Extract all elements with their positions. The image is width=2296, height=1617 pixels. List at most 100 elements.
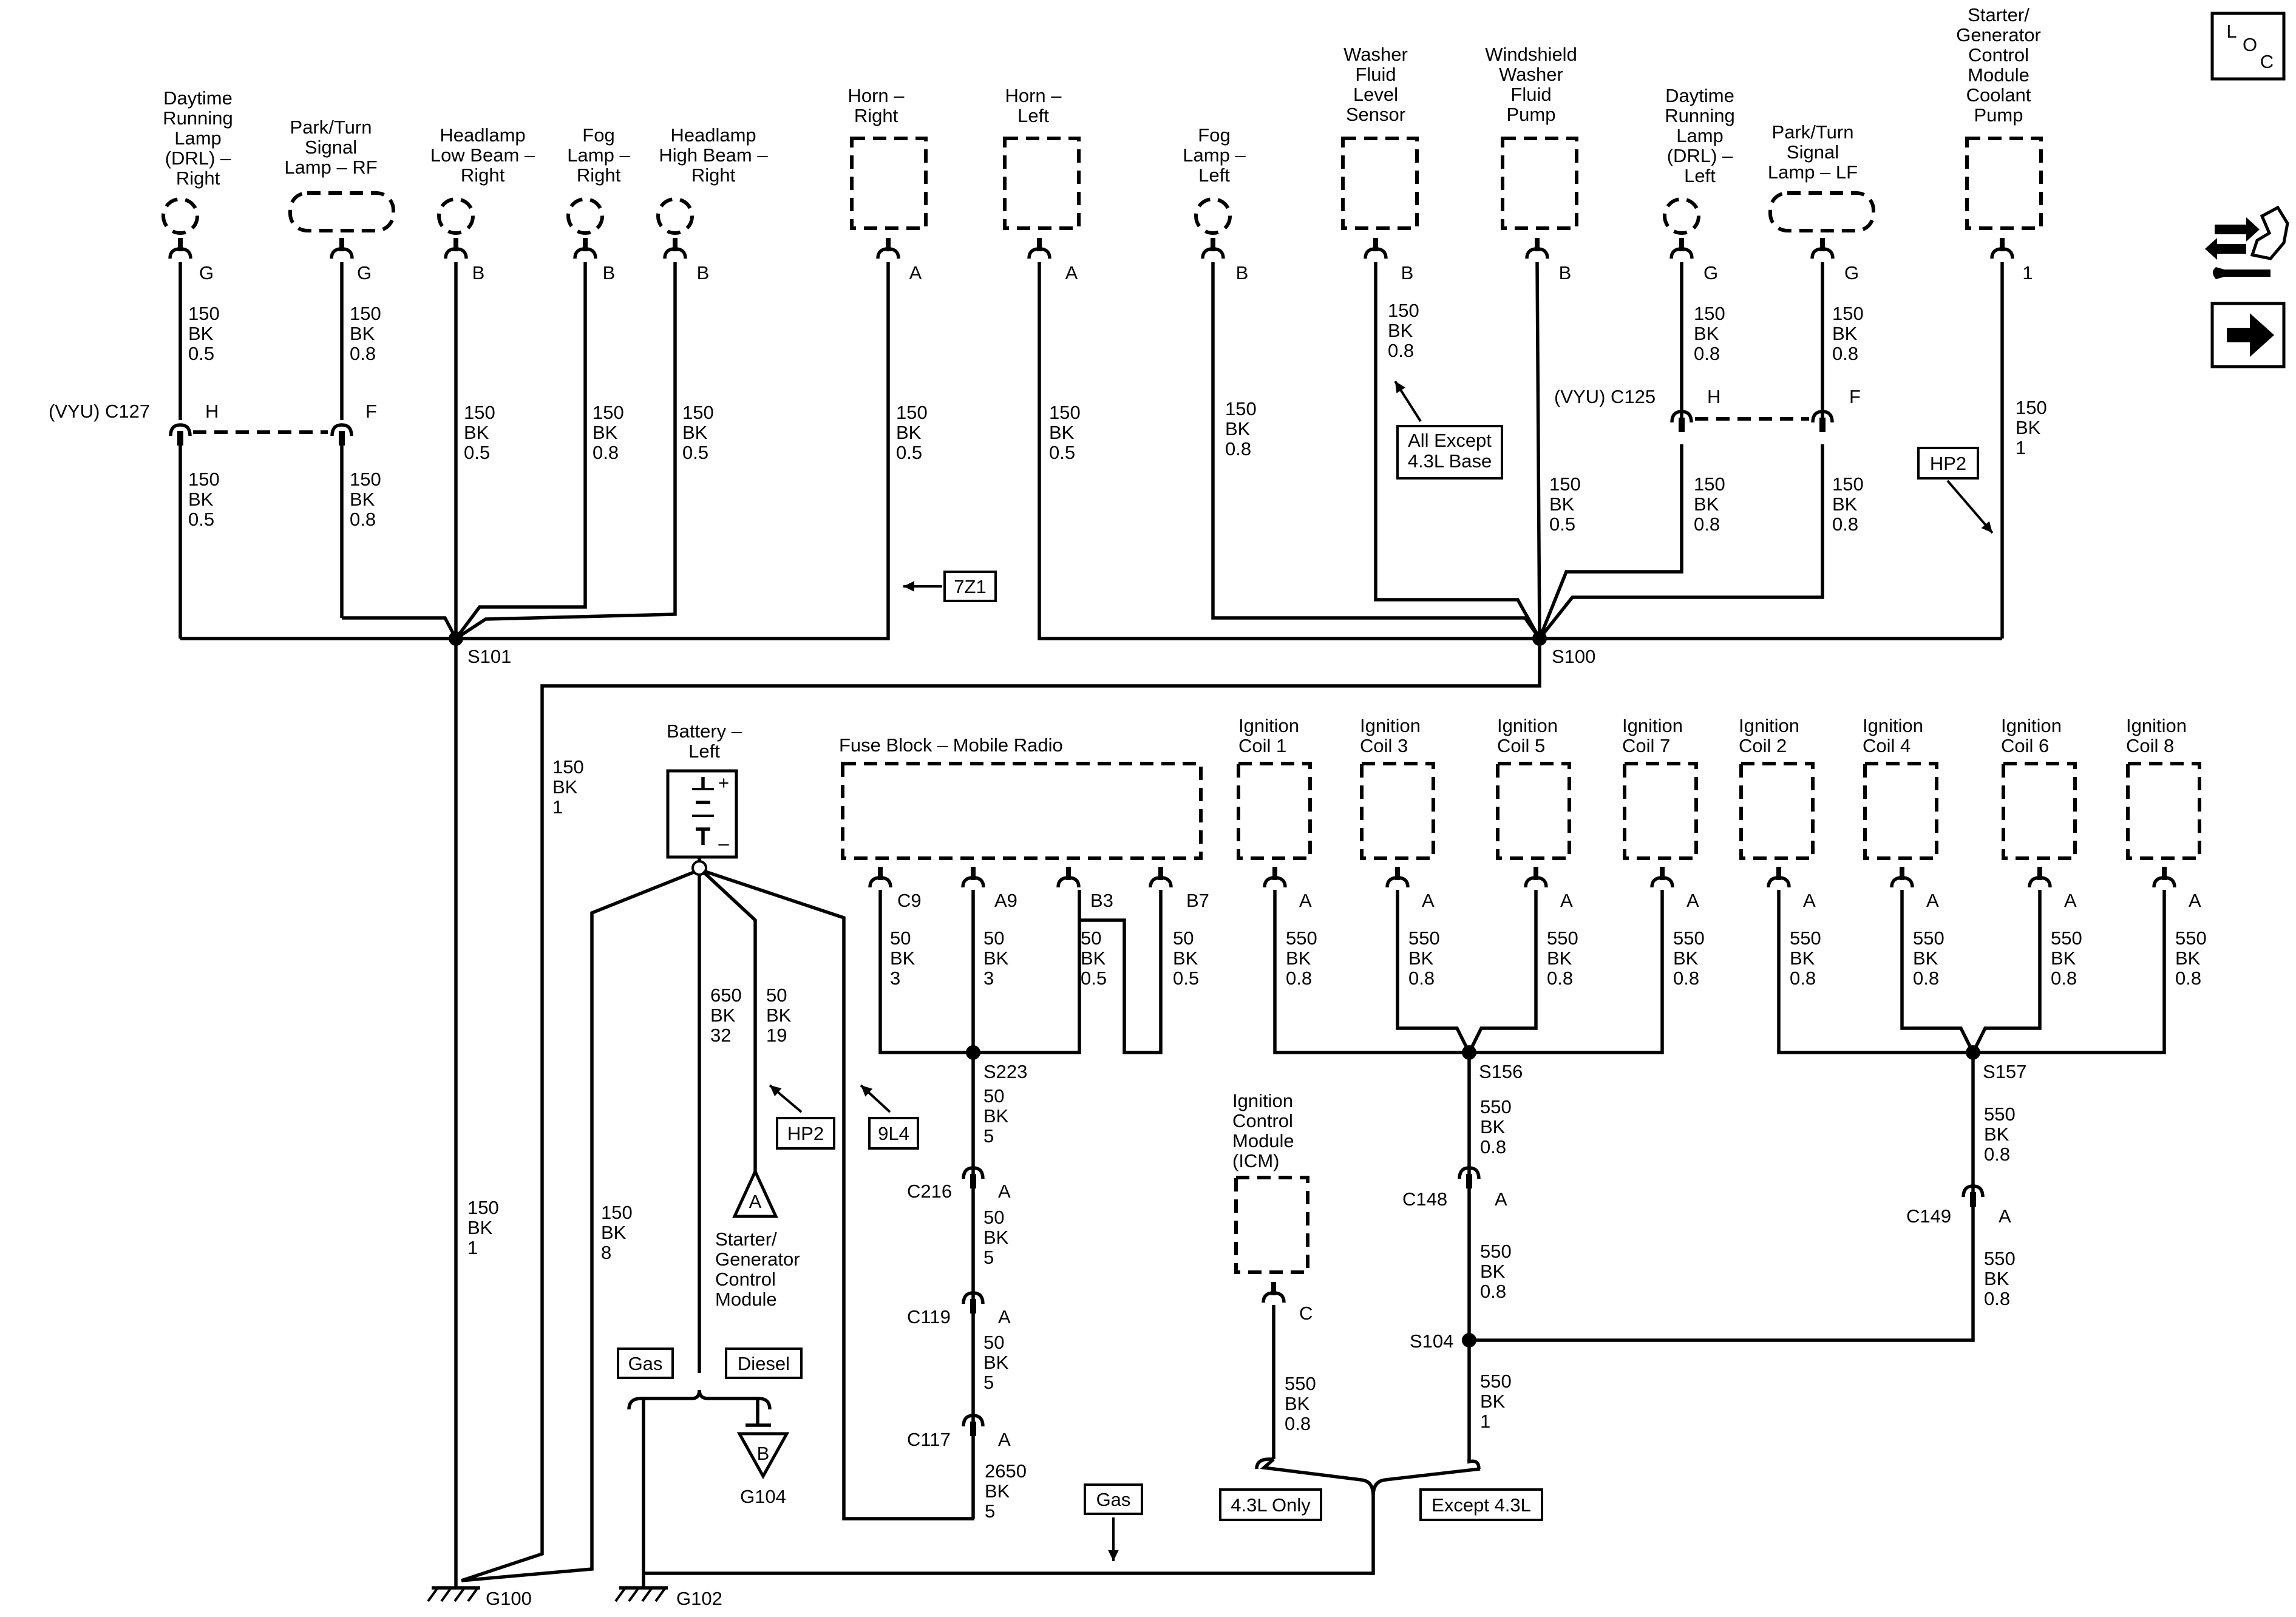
component-label: Pump (1507, 104, 1556, 125)
wire-label: 19 (766, 1025, 787, 1046)
component-label: Left (1684, 165, 1716, 186)
headlamp-high-right-outline (656, 197, 694, 235)
wire-coil1 (1273, 890, 1469, 1054)
wire-label: 0.8 (350, 343, 376, 364)
horn-left-connector-stub (1037, 238, 1042, 251)
wire-label: 0.8 (1694, 343, 1720, 364)
wire-label: BK (350, 489, 375, 510)
wire-label: BK (1694, 323, 1719, 344)
wire-label: BK (2051, 947, 2076, 969)
c148-connector-stub (1466, 1174, 1472, 1188)
wire-label: 1 (467, 1237, 478, 1258)
wire-label: BK (1480, 1391, 1506, 1412)
park-turn-lf-lamp-outline (1768, 191, 1875, 232)
gas-2-arrow-head (1108, 1550, 1119, 1561)
wire-label: 150 (1832, 473, 1864, 495)
park-turn-lf-connector (1810, 247, 1835, 259)
9l4-box (868, 1117, 919, 1150)
coil-label: Coil 5 (1497, 735, 1545, 756)
option-bracket (1260, 1457, 1481, 1496)
wire-fog-right (454, 262, 587, 640)
wire-label: 550 (2175, 927, 2207, 949)
fuse-block-pin-2 (1056, 876, 1081, 888)
battery-plus: + (718, 772, 729, 793)
fuse-block-pin-3-stub (1158, 867, 1163, 880)
s104-splice-dot (1462, 1333, 1476, 1348)
loc-icon-letter: C (2260, 51, 2274, 72)
washer-level-sensor-outline (1341, 137, 1419, 230)
wire-label: 0.8 (1225, 438, 1251, 459)
wire-label: 550 (1913, 927, 1944, 949)
wire-washer-pump (1535, 262, 1541, 639)
wire-label: BK (601, 1222, 627, 1243)
coil-label: Coil 7 (1622, 735, 1670, 756)
drl-right-connector-stub (178, 238, 183, 251)
pin-label: A (1560, 890, 1573, 911)
splice-label: S100 (1552, 646, 1595, 667)
wire-label: 0.5 (1081, 968, 1107, 989)
icm-connector (1262, 1291, 1286, 1303)
component-label: Lamp – (567, 144, 630, 166)
boxed-label: All Except (1408, 430, 1492, 451)
wire-label: 550 (1408, 927, 1440, 949)
only-43-box (1219, 1488, 1322, 1521)
pin-label: A (2189, 890, 2201, 911)
c119-connector (962, 1291, 985, 1304)
starter-module-label: Module (715, 1289, 777, 1310)
component-label: Fog (582, 124, 614, 146)
pin-label: 1 (2022, 262, 2033, 283)
wire-label: BK (985, 1480, 1010, 1502)
boxed-label: 4.3L Only (1231, 1494, 1311, 1516)
boxed-label: Diesel (738, 1353, 790, 1374)
washer-pump-connector-stub (1535, 238, 1540, 251)
wire-label: BK (983, 1105, 1009, 1127)
wire-label: 0.5 (188, 509, 214, 530)
wire-fuse-c9-b3 (878, 890, 1081, 1054)
wire-c149-s104 (1469, 1205, 1975, 1342)
component-label: Headlamp (670, 124, 756, 146)
wire-battery-to-g100 (461, 870, 696, 1582)
g100-ground-hatch (440, 1587, 452, 1602)
connector-label: C216 (907, 1181, 952, 1202)
washer-pump-connector (1525, 247, 1549, 259)
horn-right-connector (876, 247, 900, 259)
coil-label: Ignition (1238, 715, 1299, 736)
wire-label: 1 (1480, 1411, 1490, 1432)
wire-label: 150 (1549, 473, 1581, 495)
wire-label: 3 (890, 968, 900, 989)
component-label: Washer (1499, 64, 1563, 85)
wire-label: 550 (1285, 1373, 1316, 1394)
wire-label: 150 (1049, 402, 1081, 423)
wire-label: 550 (1790, 927, 1821, 949)
7z1-arrow-head (903, 581, 915, 592)
g102-ground-hatch (641, 1587, 653, 1602)
wire-label: 50 (983, 1332, 1004, 1353)
wire-label: 0.8 (1388, 340, 1414, 361)
wire-label: 150 (601, 1202, 633, 1223)
c216-connector (962, 1166, 985, 1179)
pin-label: B (697, 262, 710, 283)
coil-connector-3 (1650, 876, 1674, 888)
coil-connector-5 (1890, 876, 1914, 888)
coil-connector-6 (2028, 876, 2052, 888)
wire-label: 50 (766, 985, 787, 1006)
drl-left-connector-stub (1679, 238, 1684, 251)
wire-label: 150 (2016, 397, 2047, 418)
wire-label: 0.5 (1549, 514, 1575, 535)
splice-label: S156 (1479, 1061, 1523, 1082)
wire-label: BK (1913, 947, 1938, 969)
component-label: Low Beam – (430, 144, 535, 166)
pin-label: B (1559, 262, 1572, 283)
coil-outline-3 (1623, 762, 1698, 860)
icm-label: Control (1232, 1110, 1293, 1131)
wire-label: 50 (983, 1207, 1004, 1228)
wire-battery-starter (702, 870, 757, 1171)
pin-label: F (1849, 386, 1861, 407)
component-label: Left (1198, 164, 1230, 186)
c149-connector-stub (1970, 1192, 1976, 1207)
icm-label: Ignition (1232, 1090, 1293, 1111)
g102-ground-hatch (654, 1587, 667, 1602)
coil-connector-0 (1263, 876, 1287, 888)
pin-label: H (205, 401, 219, 422)
park-turn-lf-connector-stub (1820, 238, 1825, 251)
